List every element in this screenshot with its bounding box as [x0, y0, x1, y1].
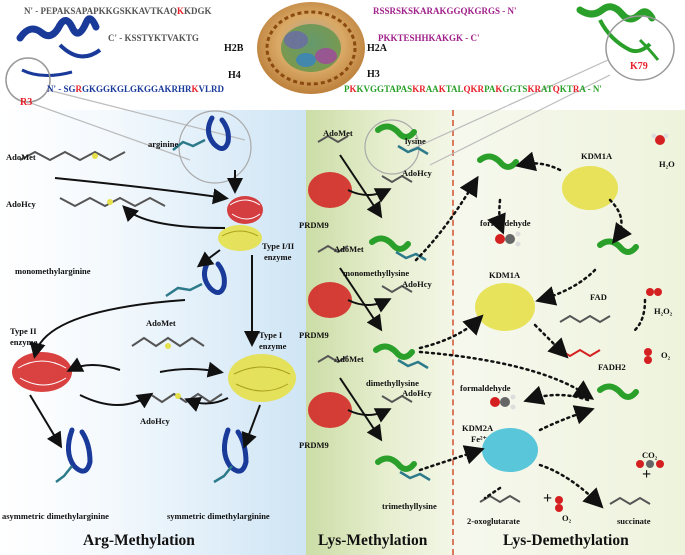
type1-enzyme-label: enzyme — [259, 341, 287, 351]
kdm1a-label-2: KDM1A — [489, 270, 521, 280]
k79-label: K79 — [630, 61, 648, 72]
type2-enzyme-red — [12, 352, 72, 392]
r3-label: R3 — [20, 97, 33, 108]
nucleosome-structure — [257, 2, 365, 94]
o2-label: O₂ — [661, 350, 671, 360]
lys-helices — [369, 123, 417, 472]
lysine-label: lysine — [405, 136, 426, 146]
monomethyllysine-label: monomethyllysine — [343, 268, 410, 278]
lys-adomet2-label: AdoMet — [334, 244, 364, 254]
type1-label: Type I — [259, 330, 283, 340]
formaldehyde-label-2: formaldehyde — [460, 383, 511, 393]
h2b-c-sequence: C' - KSSTYKTVAKTG — [108, 33, 199, 43]
h2o-label: H₂O — [659, 159, 675, 169]
h3-label: H3 — [367, 69, 380, 80]
kdm2a-enzyme — [482, 428, 538, 472]
prdm9-enzymes — [308, 172, 352, 428]
symmetric-dimethylarginine-label: symmetric dimethylarginine — [167, 511, 270, 521]
h4-label: H4 — [228, 70, 241, 81]
asymmetric-dimethylarginine-label: asymmetric dimethylarginine — [2, 511, 109, 521]
zoom-line-left — [27, 101, 191, 161]
kdm1a-label-1: KDM1A — [581, 151, 613, 161]
arginine-label: arginine — [148, 139, 179, 149]
lys-adomet3-label: AdoMet — [334, 354, 364, 364]
monomethylarginine-label: monomethylarginine — [15, 266, 91, 276]
prdm9-label-2: PRDM9 — [299, 330, 329, 340]
arg-methylation-title: Arg-Methylation — [83, 532, 195, 549]
lys-cofactor-molecules — [317, 134, 413, 404]
h2a-c-sequence: PKKTESHHKAKGK - C' — [378, 33, 480, 43]
succinate-label: succinate — [617, 516, 651, 526]
arg-sidechains — [55, 138, 233, 484]
co2-label: CO₂ — [642, 450, 658, 460]
k79-zoom-circle — [605, 15, 675, 81]
lys-arrows — [339, 154, 392, 442]
h3-protein-structure — [576, 3, 660, 61]
h2a-n-sequence: RSSRSKSKARAKGGQKGRGS - N' — [373, 6, 517, 16]
lys-adohcy-label: AdoHcy — [402, 168, 432, 178]
type2-enzyme-label: enzyme — [10, 337, 38, 347]
h2a-label: H2A — [367, 43, 387, 54]
h4-n-sequence: N' - SGRGKGGKGLGKGGAKRHRKVLRD — [47, 84, 225, 94]
lys-sidechains — [395, 144, 431, 482]
lysine-zoom-circle — [364, 119, 420, 175]
arginine-zoom-circle — [178, 110, 252, 184]
zoom-line-right — [409, 59, 609, 151]
arg-adomet-label: AdoMet — [6, 152, 36, 162]
h3-n-sequence: PKKVGGTAPASKRAAKTALQKRPAKGGTSKRATQKTRA -… — [344, 84, 602, 94]
lys-demethylation-title: Lys-Demethylation — [503, 532, 629, 549]
lys-adohcy3-label: AdoHcy — [402, 388, 432, 398]
kdm2a-label: KDM2A — [462, 423, 494, 433]
small-molecules — [479, 133, 669, 512]
fe2-label: Fe²⁺ — [471, 434, 487, 444]
lys-adohcy2-label: AdoHcy — [402, 279, 432, 289]
type12-enzyme-yellow — [218, 225, 262, 251]
prdm9-label-1: PRDM9 — [299, 220, 329, 230]
type12-label: Type I/II — [262, 241, 295, 251]
arg-adohcy-label: AdoHcy — [6, 199, 36, 209]
dem-helices — [477, 153, 639, 400]
zoom-line-left-2 — [47, 89, 246, 141]
kdm1a-enzymes — [475, 166, 618, 331]
dem-dotted-arrows — [414, 151, 647, 509]
formaldehyde-label-1: formaldehyde — [480, 218, 531, 228]
o2-label-2: O₂ — [562, 513, 572, 523]
lys-methylation-title: Lys-Methylation — [318, 532, 428, 549]
h2o2-label: H₂O₂ — [654, 306, 673, 316]
arg-adomet2-label: AdoMet — [146, 318, 176, 328]
arg-adohcy2-label: AdoHcy — [140, 416, 170, 426]
type1-enzyme-yellow — [228, 354, 296, 402]
fadh2-label: FADH2 — [598, 362, 626, 372]
fad-label: FAD — [590, 292, 607, 302]
h2b-n-sequence: N' - PEPAKSAPAPKKGSKKAVTKAQKKDGK — [24, 6, 212, 16]
dimethyllysine-label: dimethyllysine — [366, 378, 419, 388]
trimethyllysine-label: trimethyllysine — [382, 501, 437, 511]
plus-sign-2: + — [543, 490, 553, 507]
h2b-label: H2B — [224, 43, 244, 54]
2-oxoglutarate-label: 2-oxoglutarate — [467, 516, 520, 526]
lys-adomet-label: AdoMet — [323, 128, 353, 138]
type12-enzyme-red — [227, 196, 263, 224]
r3-zoom-circle — [5, 57, 51, 103]
type12-enzyme-label: enzyme — [264, 252, 292, 262]
type2-label: Type II — [10, 326, 37, 336]
prdm9-label-3: PRDM9 — [299, 440, 329, 450]
zoom-line-right-2 — [429, 74, 611, 166]
plus-sign-1: + — [642, 466, 652, 483]
arg-cofactor-sulfur — [92, 153, 181, 399]
arg-arrows — [29, 170, 261, 449]
panel-divider — [452, 110, 454, 555]
h4-protein-structure — [16, 15, 102, 77]
